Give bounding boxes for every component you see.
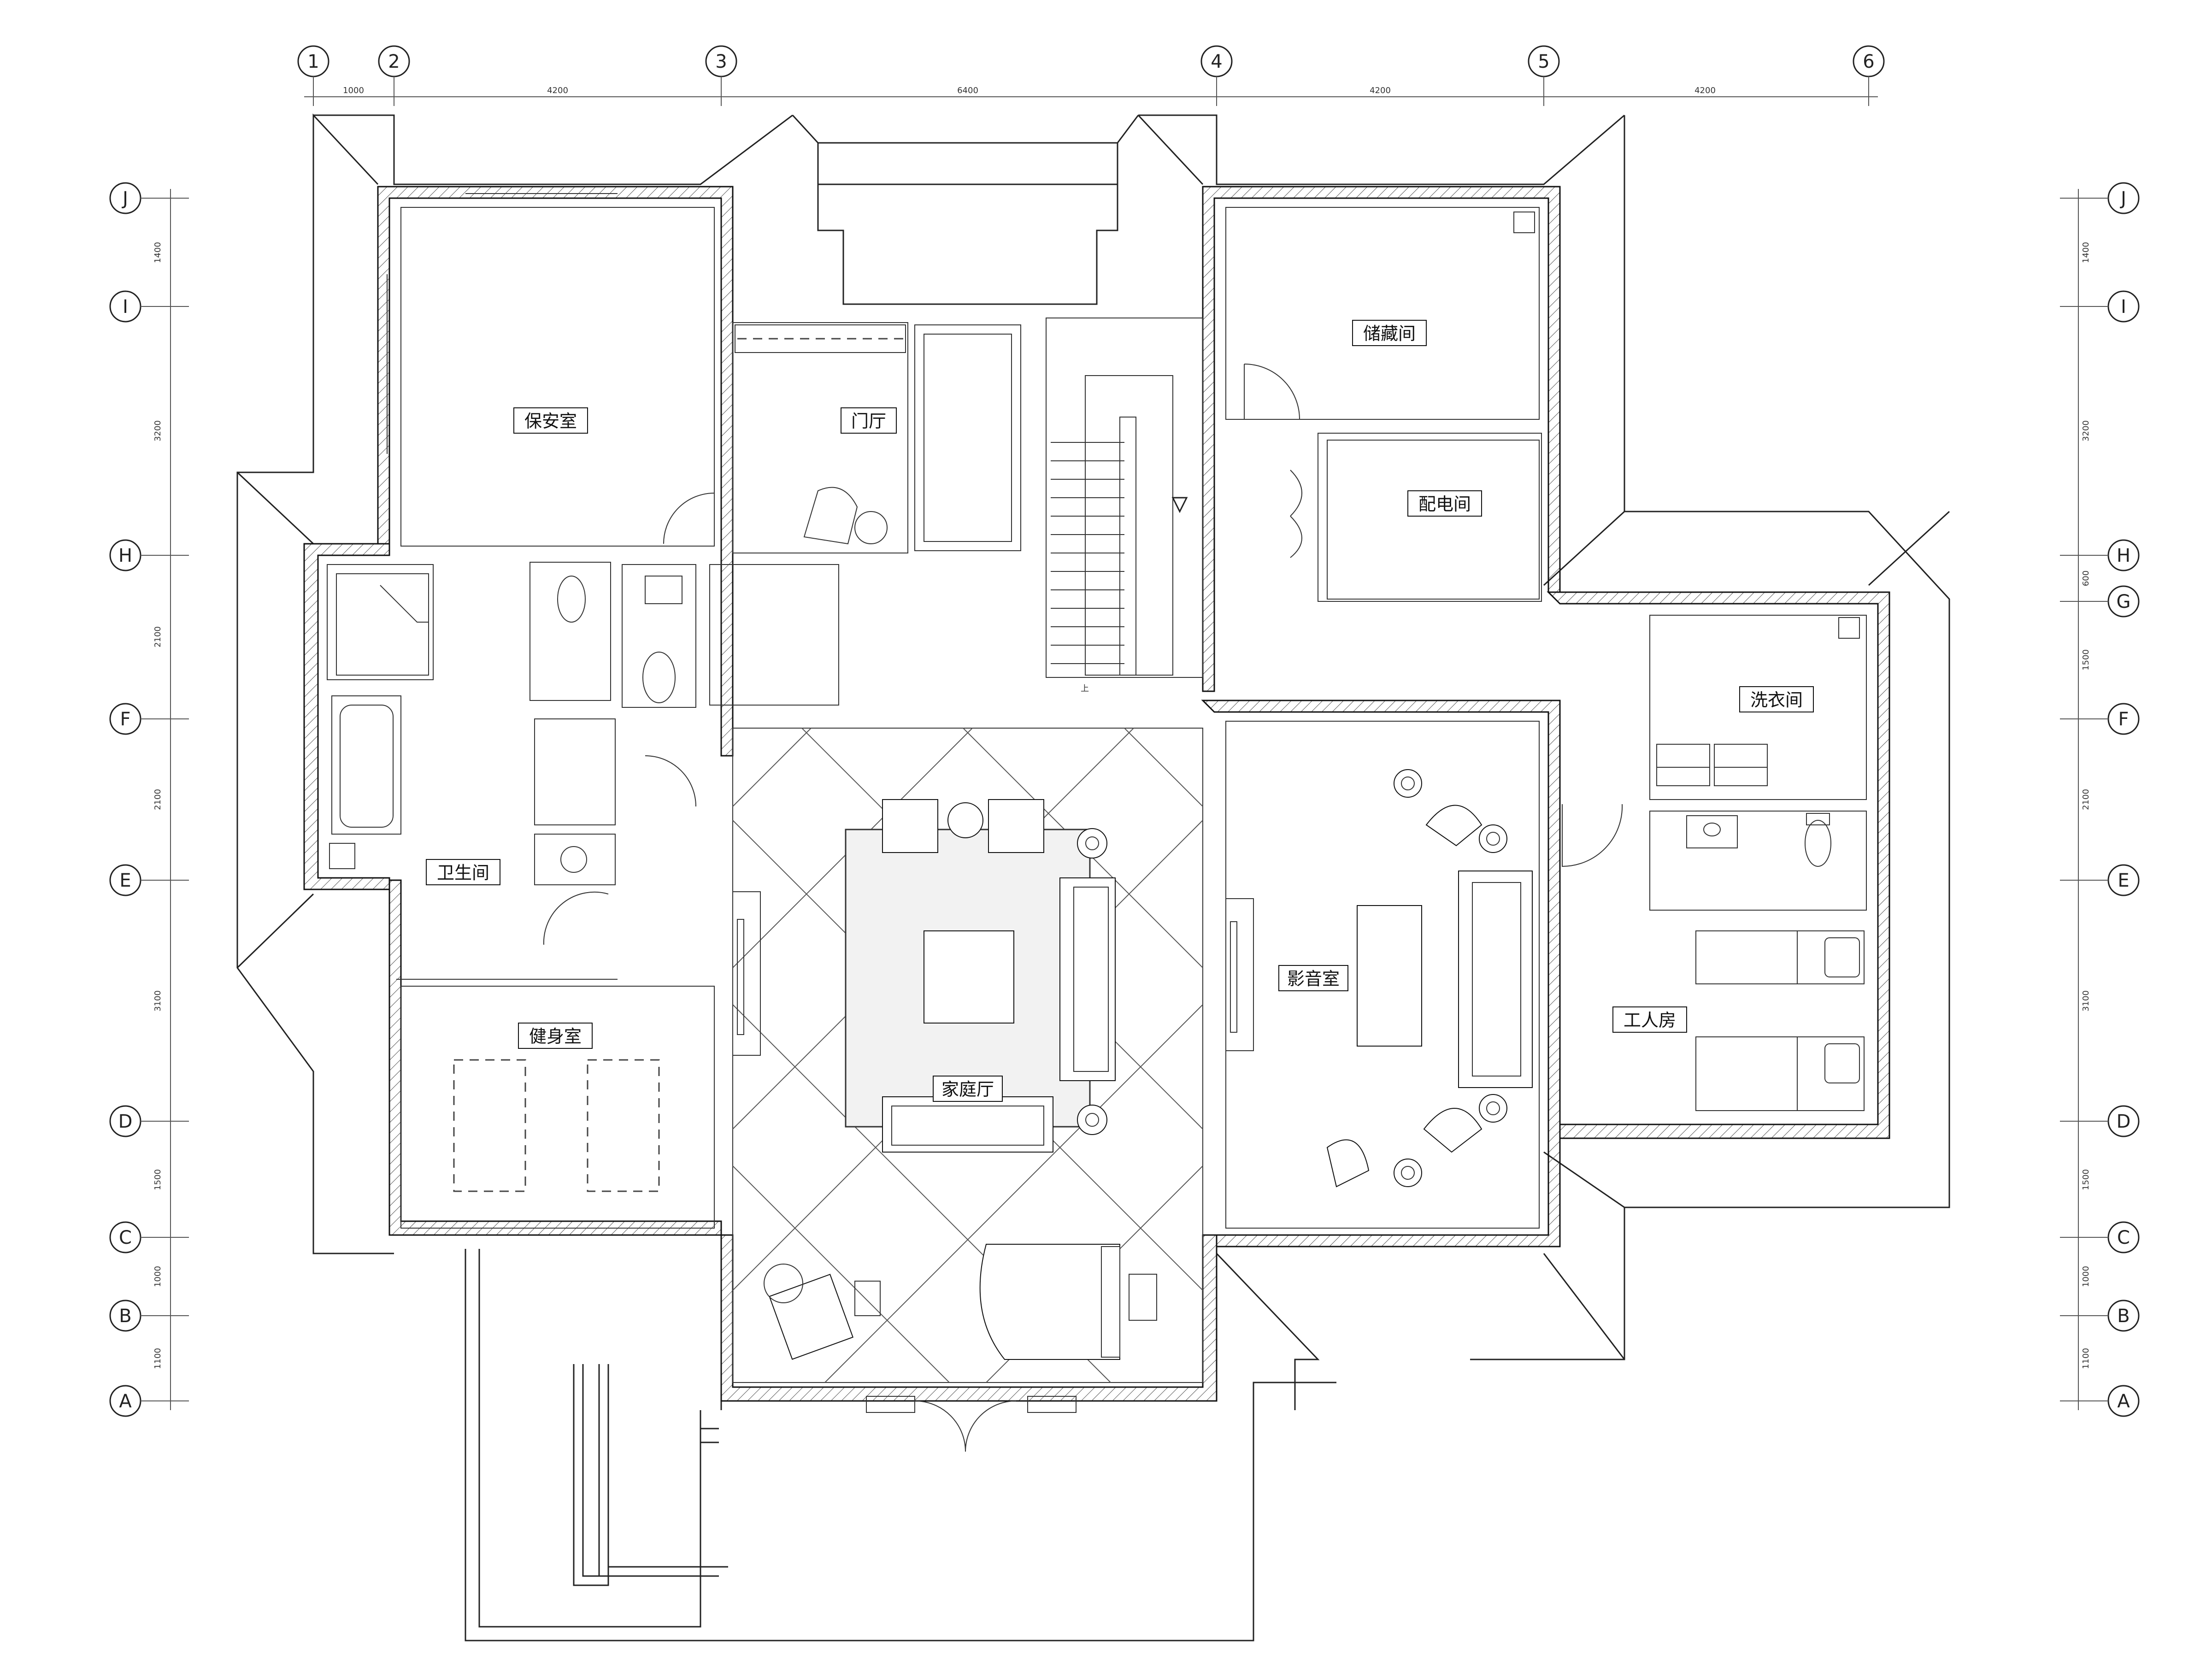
dim-top: 4200 (1370, 86, 1391, 95)
dim-top: 1000 (343, 86, 364, 95)
dim-left: 1000 (153, 1266, 163, 1287)
roof-eaves-outline (236, 113, 1950, 1641)
dim-right: 3200 (2081, 420, 2091, 441)
column-axis-1: 1 (297, 45, 329, 106)
row-axis-label: B (119, 1306, 131, 1327)
room-label-theater: 影音室 (1287, 969, 1340, 989)
column-axis-label: 6 (1863, 51, 1874, 72)
column-axis-label: 4 (1211, 51, 1222, 72)
column-axis-4: 4 (1200, 45, 1233, 106)
dim-top: 4200 (547, 86, 568, 95)
column-axis-label: 3 (715, 51, 727, 72)
room-security: 保安室 (387, 193, 715, 547)
dim-left: 2100 (153, 789, 163, 810)
row-axis-label: H (2117, 545, 2130, 566)
column-axis-3: 3 (705, 45, 737, 106)
dim-left: 3200 (153, 420, 163, 441)
dim-right: 1400 (2081, 242, 2091, 263)
room-label-laundry: 洗衣间 (1750, 690, 1803, 710)
dim-top: 6400 (957, 86, 978, 95)
column-axis-label: 5 (1538, 51, 1549, 72)
row-axis-label: A (119, 1391, 132, 1412)
dim-left: 1500 (153, 1169, 163, 1190)
dim-top: 4200 (1694, 86, 1716, 95)
row-axis-left: J I H F E D C B A 1400 3200 2100 2100 31… (109, 182, 189, 1417)
room-label-electrical: 配电间 (1418, 494, 1471, 514)
column-axis-label: 1 (307, 51, 319, 72)
row-axis-label: B (2117, 1306, 2130, 1327)
row-axis-label: E (2118, 870, 2129, 891)
dim-right: 3100 (2081, 990, 2091, 1012)
grand-piano (979, 1244, 1120, 1360)
dim-left: 2100 (153, 626, 163, 647)
dim-right: 600 (2081, 571, 2091, 586)
row-axis-label: I (2121, 296, 2126, 318)
room-label-storage: 储藏间 (1363, 324, 1416, 344)
room-label-foyer: 门厅 (851, 411, 886, 431)
row-axis-label: H (118, 545, 132, 566)
row-axis-label: A (2117, 1391, 2130, 1412)
room-label-worker: 工人房 (1624, 1010, 1676, 1030)
room-label-security: 保安室 (524, 411, 577, 431)
room-bathroom: 卫生间 (327, 562, 839, 945)
row-axis-label: C (119, 1227, 132, 1248)
axis-grid: 1 2 3 4 5 6 1000 420 (109, 45, 2140, 1417)
room-laundry: 洗衣间 (1649, 615, 1867, 800)
room-electrical: 配电间 (1290, 433, 1542, 602)
dim-left: 1100 (153, 1348, 163, 1369)
row-axis-right: J I H G F E D C B A 1400 3200 600 1500 (2060, 182, 2140, 1417)
row-axis-label: G (2117, 591, 2131, 612)
room-label-gym: 健身室 (529, 1026, 582, 1047)
room-gym: 健身室 (396, 755, 715, 1229)
room-storage: 储藏间 (1225, 207, 1540, 420)
room-label-bathroom: 卫生间 (437, 863, 489, 883)
column-axis-5: 5 (1528, 45, 1560, 106)
row-axis-label: C (2117, 1227, 2130, 1248)
row-axis-label: J (121, 188, 128, 209)
row-axis-label: D (118, 1111, 133, 1132)
row-axis-label: J (2119, 188, 2126, 209)
dim-right: 1000 (2081, 1266, 2091, 1287)
column-axis-2: 2 (378, 45, 410, 106)
room-worker: 工人房 (1562, 804, 1867, 1111)
dim-left: 3100 (153, 990, 163, 1012)
room-family-hall: 家庭厅 (732, 728, 1203, 1452)
dim-right: 1500 (2081, 649, 2091, 671)
row-axis-label: E (119, 870, 131, 891)
room-label-family-hall: 家庭厅 (941, 1079, 994, 1100)
column-axis-label: 2 (388, 51, 400, 72)
column-axis-6: 6 (1853, 45, 1885, 106)
row-axis-label: F (2118, 709, 2129, 730)
row-axis-label: D (2117, 1111, 2131, 1132)
dim-right: 1100 (2081, 1348, 2091, 1369)
row-axis-label: I (123, 296, 128, 318)
dim-left: 1400 (153, 242, 163, 263)
room-theater: 影音室 (1225, 721, 1540, 1229)
staircase: 上 (1046, 318, 1203, 694)
exterior-walls (303, 186, 1890, 1402)
room-foyer: 门厅 (732, 322, 1021, 553)
dim-right: 2100 (2081, 789, 2091, 810)
dim-right: 1500 (2081, 1169, 2091, 1190)
stair-up-label: 上 (1081, 684, 1089, 694)
row-axis-label: F (120, 709, 130, 730)
